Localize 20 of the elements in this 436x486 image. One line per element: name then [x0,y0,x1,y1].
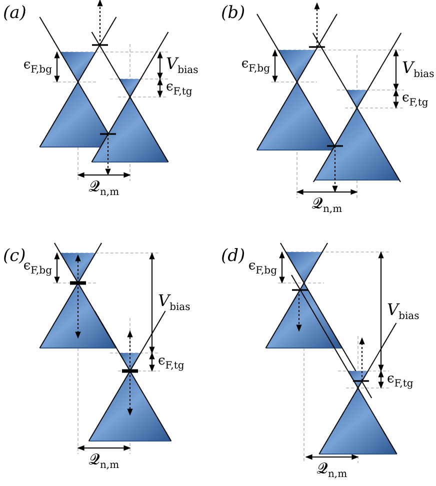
wavevector-label: 𝓠$_{n,m}$ [312,196,342,215]
wavevector-label: 𝓠$_{n,m}$ [88,179,120,198]
energy-label: ϵ$_{F,bg}$ [248,259,277,276]
energy-label: ϵ$_{F,tg}$ [166,80,192,98]
panel-label: (b) [221,5,246,22]
wavevector-label: 𝓠$_{n,m}$ [88,452,120,471]
energy-label: V$_{bias}$ [387,301,420,322]
panel-label: (a) [3,5,26,22]
energy-label: V$_{bias}$ [402,60,434,80]
energy-label: ϵ$_{F,bg}$ [241,58,270,74]
energy-label: V$_{bias}$ [166,55,198,76]
wavevector-label: 𝓠$_{n,m}$ [316,461,348,480]
energy-label: ϵ$_{F,tg}$ [402,92,428,108]
energy-label: ϵ$_{F,bg}$ [23,58,52,76]
energy-label: ϵ$_{F,tg}$ [158,354,184,372]
energy-label: ϵ$_{F,bg}$ [23,260,52,276]
panel-label: (d) [221,248,246,265]
panel-label: (c) [3,248,26,265]
energy-label: V$_{bias}$ [158,292,190,314]
energy-label: ϵ$_{F,tg}$ [387,372,414,389]
